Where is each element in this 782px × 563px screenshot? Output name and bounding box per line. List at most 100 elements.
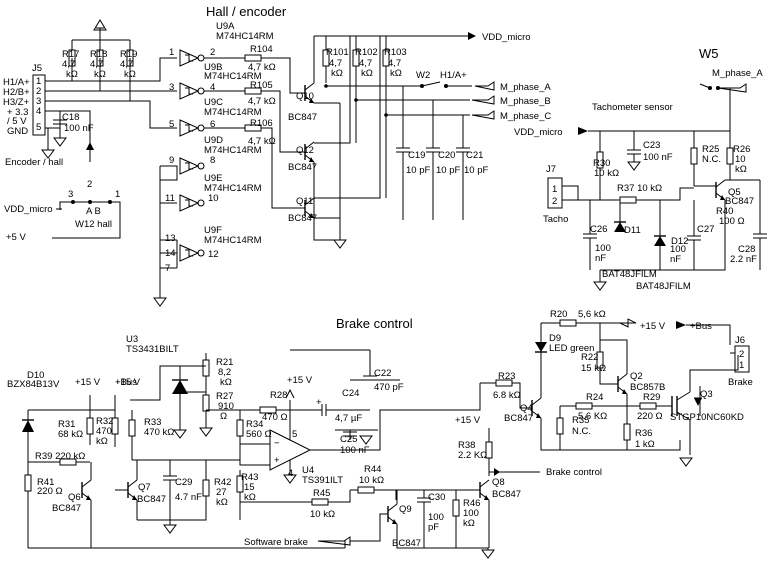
svg-text:100 nF: 100 nF — [643, 152, 673, 163]
svg-text:BC857B: BC857B — [630, 382, 665, 393]
svg-text:/ 5 V: / 5 V — [7, 116, 27, 127]
svg-text:TS391ILT: TS391ILT — [302, 475, 343, 486]
svg-text:+: + — [274, 455, 280, 466]
svg-text:C25: C25 — [340, 434, 357, 445]
svg-text:560 Ω: 560 Ω — [246, 429, 272, 440]
svg-text:R42: R42 — [214, 477, 231, 488]
svg-text:D12: D12 — [671, 236, 688, 247]
svg-text:J7: J7 — [546, 164, 556, 175]
svg-text:kΩ: kΩ — [390, 68, 402, 79]
svg-text:Ω: Ω — [220, 411, 227, 422]
svg-text:6: 6 — [210, 119, 215, 130]
svg-text:R21: R21 — [216, 357, 233, 368]
svg-text:3: 3 — [169, 82, 174, 93]
svg-text:+15 V: +15 V — [115, 377, 141, 388]
svg-text:100: 100 — [595, 243, 611, 254]
svg-text:C30: C30 — [428, 492, 445, 503]
svg-text:100 Ω: 100 Ω — [719, 216, 745, 227]
svg-text:220 Ω: 220 Ω — [37, 486, 63, 497]
svg-text:4,7 kΩ: 4,7 kΩ — [248, 96, 276, 107]
c18-value: 100 nF — [64, 123, 94, 134]
svg-text:kΩ: kΩ — [735, 164, 747, 175]
svg-text:100: 100 — [428, 512, 444, 523]
svg-text:R101: R101 — [326, 47, 349, 58]
vdd-micro-top: VDD_micro — [482, 32, 531, 43]
svg-text:D9: D9 — [549, 333, 561, 344]
svg-text:kΩ: kΩ — [244, 492, 256, 503]
svg-text:kΩ: kΩ — [361, 68, 373, 79]
svg-text:BAT48JFILM: BAT48JFILM — [602, 269, 657, 280]
svg-text:+15 V: +15 V — [287, 375, 313, 386]
r19-label: R19 — [120, 49, 137, 60]
svg-text:C21: C21 — [466, 150, 483, 161]
svg-text:Brake: Brake — [728, 377, 753, 388]
svg-text:BZX84B13V: BZX84B13V — [7, 379, 60, 390]
svg-text:R37 10 kΩ: R37 10 kΩ — [617, 183, 662, 194]
svg-text:kΩ: kΩ — [66, 69, 78, 80]
svg-text:W2: W2 — [416, 70, 430, 81]
svg-text:4,7 kΩ: 4,7 kΩ — [248, 62, 276, 73]
svg-text:nF: nF — [595, 253, 606, 264]
svg-text:15: 15 — [244, 482, 255, 493]
svg-text:kΩ: kΩ — [331, 68, 343, 79]
svg-text:C23: C23 — [643, 140, 660, 151]
svg-text:5.6 KΩ: 5.6 KΩ — [578, 411, 607, 422]
svg-text:R29: R29 — [643, 392, 660, 403]
svg-text:J5: J5 — [32, 63, 42, 74]
svg-text:+: + — [316, 397, 322, 408]
svg-text:4,7 kΩ: 4,7 kΩ — [248, 136, 276, 147]
svg-text:10: 10 — [735, 154, 746, 165]
svg-text:4: 4 — [210, 82, 215, 93]
plus5v-w12: +5 V — [6, 232, 26, 243]
svg-text:4: 4 — [36, 106, 41, 117]
svg-text:8: 8 — [210, 155, 215, 166]
svg-text:27: 27 — [216, 487, 227, 498]
svg-text:5: 5 — [169, 119, 174, 130]
svg-text:R20: R20 — [550, 309, 567, 320]
svg-text:kΩ: kΩ — [124, 69, 136, 80]
svg-text:1: 1 — [115, 189, 120, 200]
w12-jumper: 3 2 1 A B W12 hall VDD_micro +5 V — [4, 179, 121, 243]
svg-text:2: 2 — [87, 179, 92, 190]
svg-text:BC847: BC847 — [288, 112, 317, 123]
svg-text:4,7: 4,7 — [359, 58, 372, 69]
software-brake-label: Software brake — [244, 537, 308, 548]
svg-text:C19: C19 — [408, 150, 425, 161]
svg-text:Q5: Q5 — [728, 187, 741, 198]
svg-text:+Bus: +Bus — [115, 377, 137, 388]
svg-text:U9E: U9E — [204, 173, 222, 184]
w5-title: W5 — [699, 46, 719, 61]
svg-text:A B: A B — [86, 206, 101, 217]
svg-text:10 pF: 10 pF — [406, 165, 430, 176]
svg-text:4,7: 4,7 — [329, 58, 342, 69]
svg-text:Q7: Q7 — [138, 482, 151, 493]
svg-text:1: 1 — [169, 47, 174, 58]
svg-text:Q10: Q10 — [296, 91, 314, 102]
svg-text:100: 100 — [670, 244, 686, 255]
m-phase-c: M_phase_C — [500, 111, 551, 122]
svg-text:D10: D10 — [27, 370, 44, 381]
svg-text:R22: R22 — [581, 352, 598, 363]
svg-text:C26: C26 — [590, 224, 607, 235]
svg-text:5,6 kΩ: 5,6 kΩ — [578, 309, 606, 320]
svg-text:R45: R45 — [313, 488, 330, 499]
svg-text:470 kΩ: 470 kΩ — [144, 427, 174, 438]
svg-text:R102: R102 — [355, 47, 378, 58]
svg-text:4,7: 4,7 — [388, 58, 401, 69]
svg-text:M74HC14RM: M74HC14RM — [204, 145, 262, 156]
svg-text:Q12: Q12 — [296, 145, 314, 156]
w5-m-phase-a: M_phase_A — [712, 68, 763, 79]
svg-text:U9D: U9D — [204, 135, 223, 146]
svg-text:D11: D11 — [624, 225, 641, 236]
svg-text:100: 100 — [463, 508, 479, 519]
svg-text:R106: R106 — [250, 118, 273, 129]
svg-text:BC847: BC847 — [288, 162, 317, 173]
svg-text:pF: pF — [428, 522, 439, 533]
svg-text:10 kΩ: 10 kΩ — [310, 509, 335, 520]
svg-text:4: 4 — [288, 468, 293, 479]
svg-text:BC847: BC847 — [137, 494, 166, 505]
svg-text:N.C.: N.C. — [702, 154, 721, 165]
svg-text:kΩ: kΩ — [94, 69, 106, 80]
svg-text:R44: R44 — [364, 464, 381, 475]
